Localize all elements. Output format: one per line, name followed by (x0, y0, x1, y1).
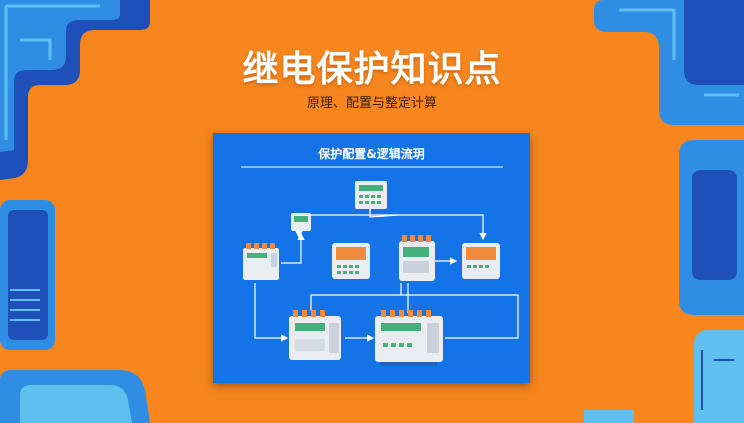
relay-device-icon (355, 181, 387, 209)
relay-device-icon (375, 310, 443, 366)
relay-device-icon (332, 243, 370, 279)
relay-device-icon (243, 243, 279, 280)
slide-title: 继电保护知识点 (242, 49, 502, 90)
slide-subtitle: 原理、配置与整定计算 (306, 96, 437, 111)
diagram-panel: 保护配置&逻辑流玥 (213, 133, 530, 383)
meter-icon (291, 213, 311, 231)
relay-device-icon (462, 243, 500, 279)
panel-title: 保护配置&逻辑流玥 (318, 147, 425, 161)
protection-flow-diagram (241, 166, 519, 366)
relay-device-icon (399, 235, 435, 281)
left-decorative-frame (0, 0, 150, 423)
relay-device-icon (289, 310, 341, 360)
right-decorative-frame (584, 0, 744, 423)
